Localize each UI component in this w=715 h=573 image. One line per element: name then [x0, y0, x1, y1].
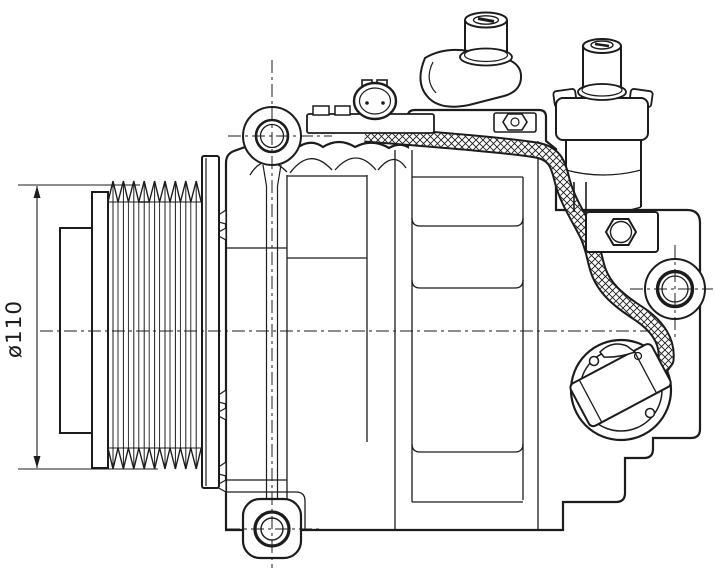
pulley-flange [91, 191, 109, 469]
dimension-annotation: ø110 [2, 184, 158, 470]
poly-v-belt-pulley [59, 155, 220, 489]
small-hex-bolt [502, 113, 528, 131]
electrical-connector [306, 79, 435, 134]
plug-screw [588, 355, 600, 367]
through-bolt [262, 164, 282, 498]
connector-pin [381, 101, 385, 105]
dimension-label: ø110 [2, 300, 27, 358]
dimension-arrow-up [33, 186, 41, 198]
extension-lines [18, 184, 158, 470]
plug-screw [644, 407, 656, 419]
dimension-arrow-down [33, 456, 41, 468]
clutch-coil-plug [569, 343, 672, 428]
hex-bolt-bracket [573, 182, 659, 253]
center-lines [40, 60, 713, 568]
braided-wire-sleeve [364, 125, 675, 374]
discharge-port [419, 11, 537, 133]
pulley-rim [201, 155, 220, 489]
connector-pin [365, 101, 369, 105]
plug-latch-clip [598, 343, 637, 358]
